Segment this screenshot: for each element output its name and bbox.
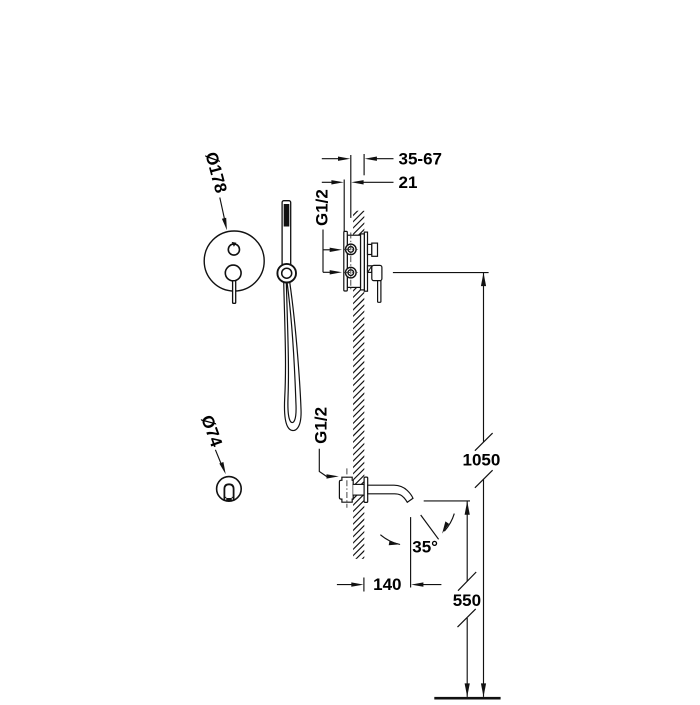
svg-text:35-67: 35-67 <box>399 150 442 169</box>
svg-text:G1/2: G1/2 <box>311 407 330 444</box>
svg-text:1050: 1050 <box>462 451 500 470</box>
svg-text:21: 21 <box>399 173 418 192</box>
svg-text:550: 550 <box>453 591 481 610</box>
svg-text:G1/2: G1/2 <box>313 189 332 226</box>
svg-text:140: 140 <box>373 575 401 594</box>
svg-text:35°: 35° <box>412 538 438 557</box>
